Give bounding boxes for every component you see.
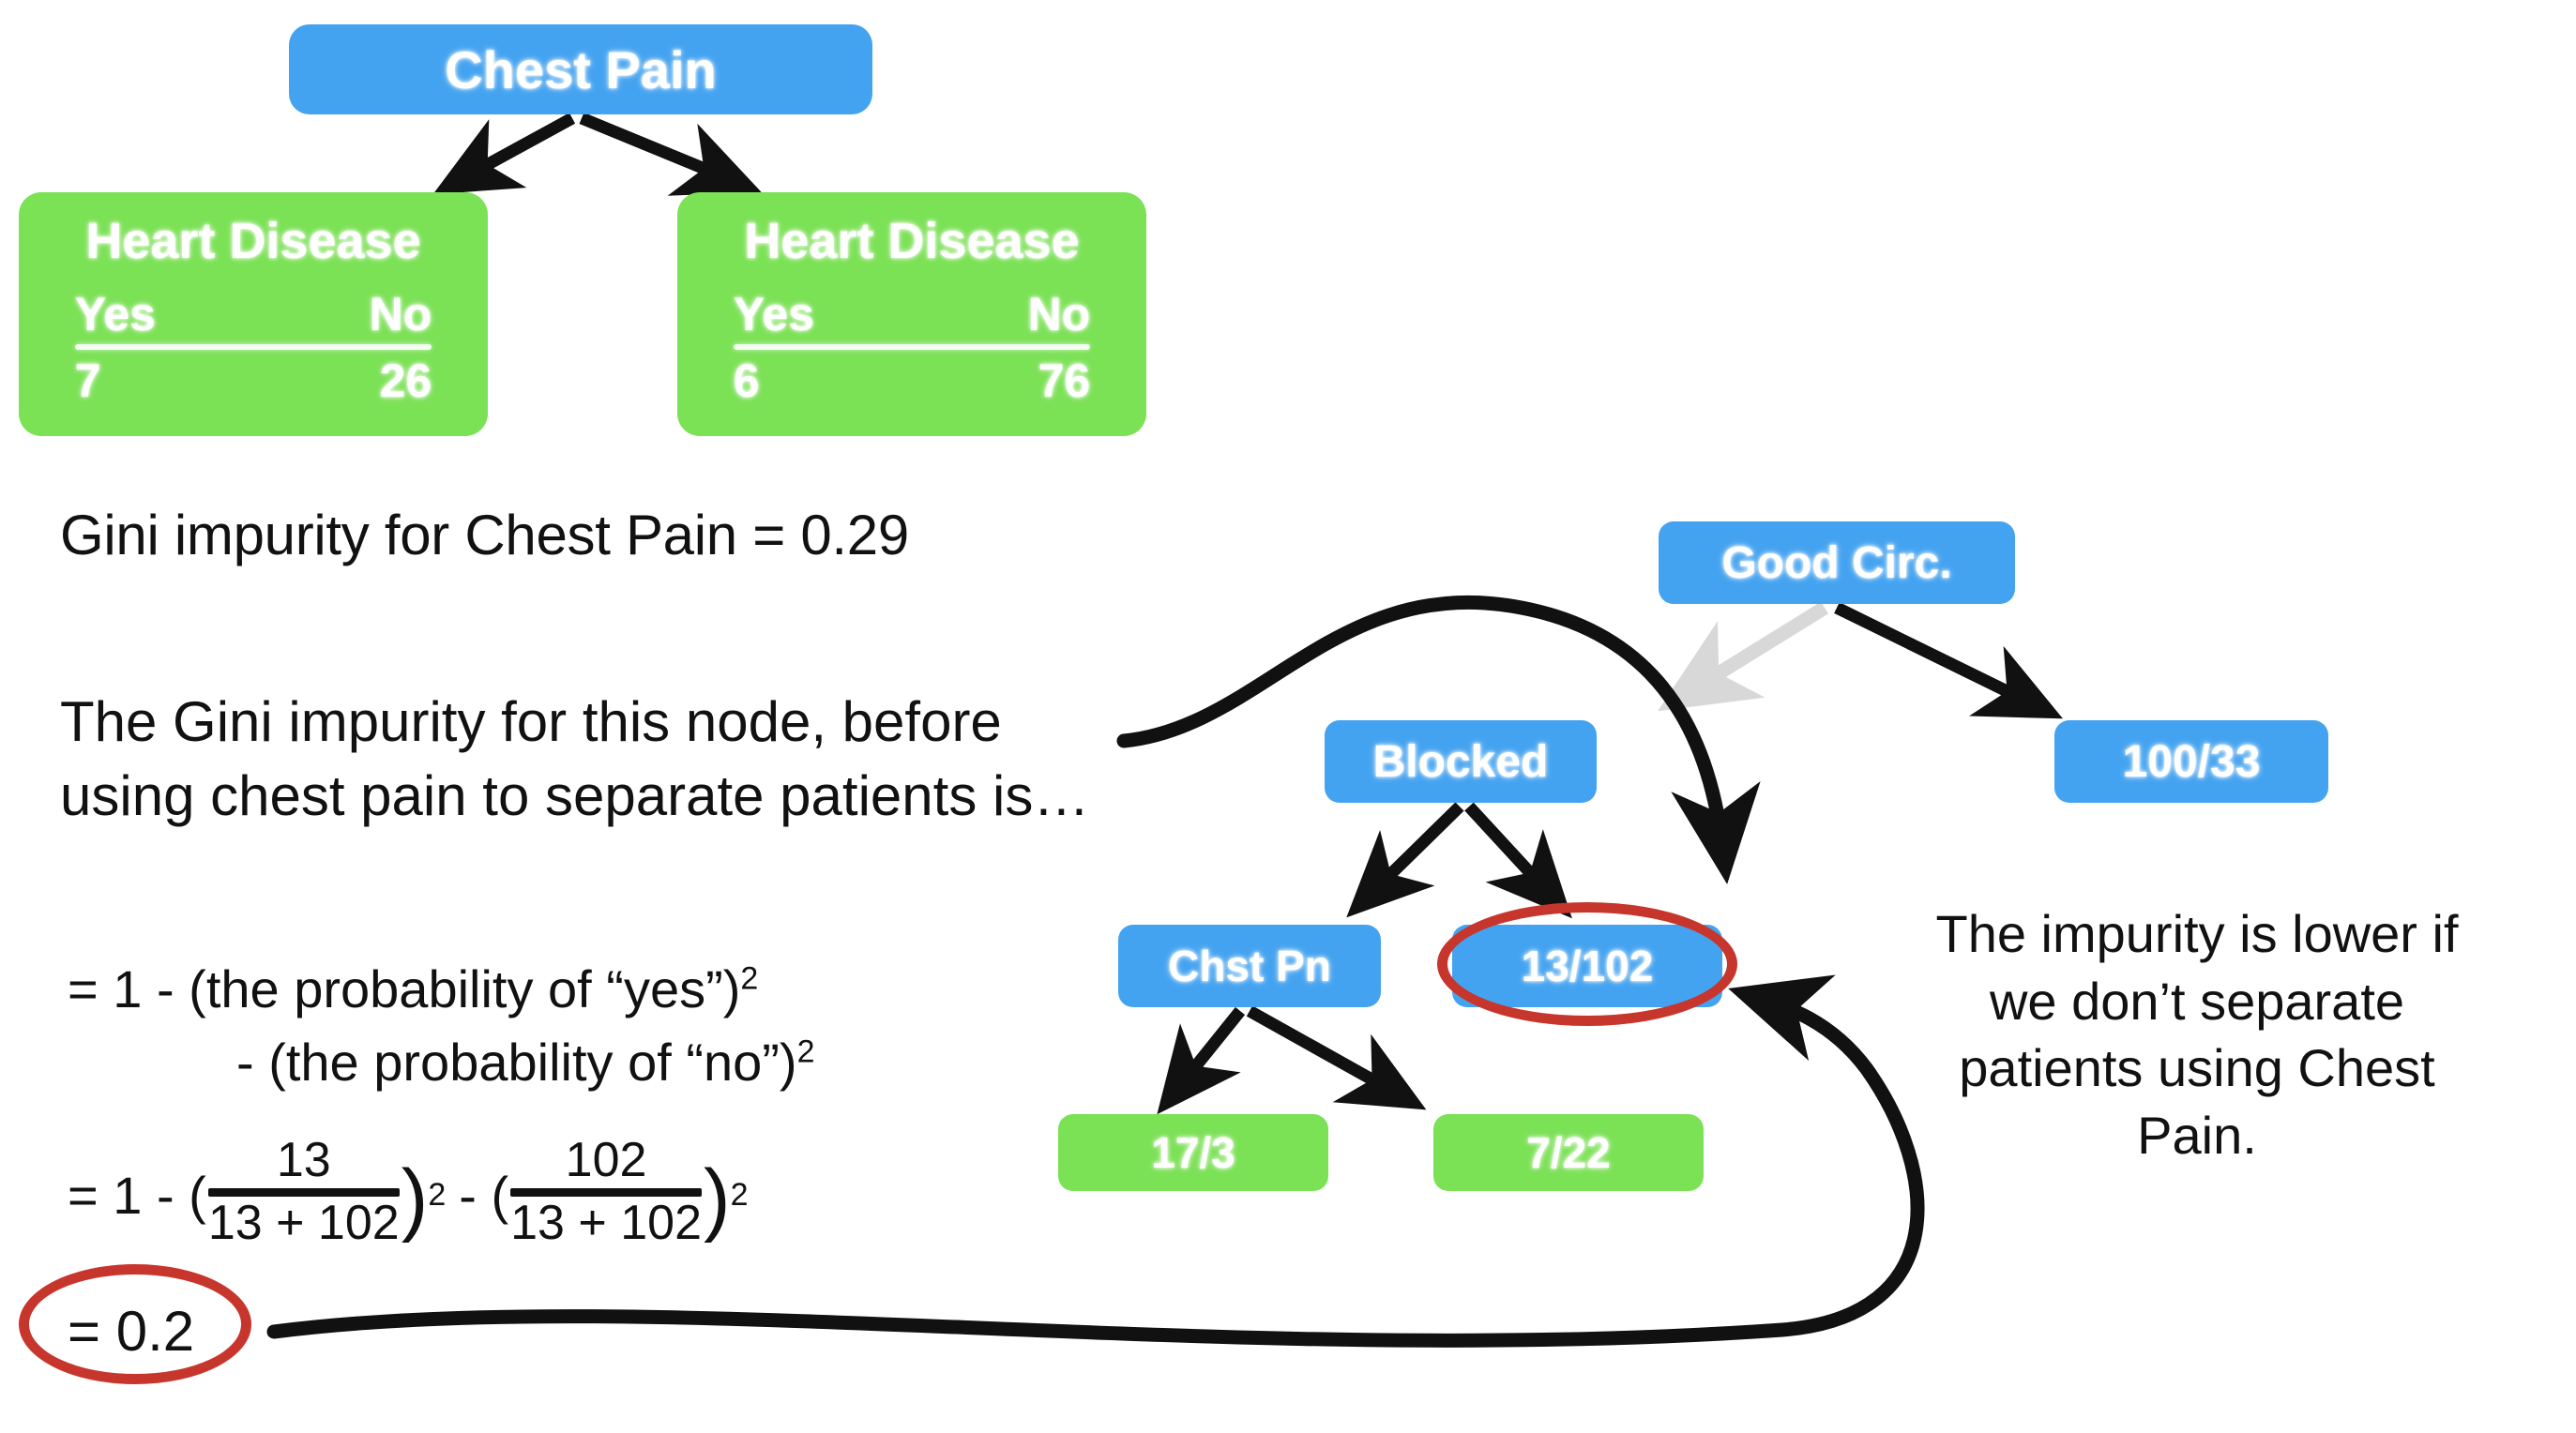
fraction-1: 13 13 + 102	[207, 1133, 400, 1250]
formula-mid: - (	[459, 1166, 509, 1225]
node-7-22[interactable]: 7/22	[1433, 1114, 1704, 1191]
close-paren-1: )	[401, 1154, 429, 1244]
edge-chestpain-left	[432, 113, 576, 195]
exponent-2: 2	[730, 1177, 749, 1213]
table-header-row: Yes No	[74, 287, 432, 340]
node-chest-pain-label: Chest Pain	[445, 39, 717, 99]
formula-lead: = 1 - (	[68, 1166, 206, 1225]
col-header-yes: Yes	[74, 287, 156, 340]
edge-chestpain-right	[579, 112, 762, 196]
heart-disease-left-table: Yes No 7 26	[36, 287, 471, 407]
edge-goodcirc-10033	[1834, 602, 2064, 719]
node-heart-disease-right[interactable]: Heart Disease Yes No 6 76	[677, 192, 1146, 436]
node-17-3[interactable]: 17/3	[1058, 1114, 1328, 1191]
fraction-1-denominator: 13 + 102	[207, 1196, 400, 1250]
node-chest-pain[interactable]: Chest Pain	[289, 24, 872, 114]
formula-line-2-exponent: 2	[796, 1033, 815, 1070]
col-header-yes: Yes	[733, 287, 814, 340]
node-chst-pn[interactable]: Chst Pn	[1118, 925, 1381, 1007]
heart-disease-left-title: Heart Disease	[85, 213, 421, 269]
node-heart-disease-left[interactable]: Heart Disease Yes No 7 26	[19, 192, 488, 436]
formula-line-1-text: = 1 - (the probability of “yes”)	[68, 959, 741, 1018]
cell-yes: 7	[74, 354, 101, 407]
heart-disease-right-title: Heart Disease	[744, 213, 1080, 269]
fraction-2-numerator: 102	[565, 1133, 647, 1187]
impurity-note: The impurity is lower if we don’t separa…	[1935, 904, 2459, 1166]
close-paren-2: )	[704, 1154, 731, 1244]
fraction-2-denominator: 13 + 102	[510, 1196, 702, 1250]
formula-line-1: = 1 - (the probability of “yes”)2	[68, 958, 758, 1019]
table-rule	[733, 343, 1091, 350]
fraction-2-bar	[510, 1188, 702, 1197]
exponent-1: 2	[428, 1177, 447, 1213]
node-chst-pn-label: Chst Pn	[1168, 942, 1331, 990]
table-value-row: 6 76	[733, 354, 1091, 407]
edge-blocked-13102	[1464, 802, 1572, 919]
node-good-circ[interactable]: Good Circ.	[1659, 521, 2015, 604]
col-header-no: No	[369, 287, 432, 340]
edge-chstpn-722	[1246, 1005, 1427, 1110]
edge-chstpn-173	[1157, 1006, 1246, 1115]
red-highlight-ellipse-13-102	[1437, 902, 1737, 1026]
fraction-2: 102 13 + 102	[510, 1136, 702, 1247]
red-highlight-ellipse-result	[19, 1264, 251, 1384]
table-header-row: Yes No	[733, 287, 1091, 340]
gini-impurity-line: Gini impurity for Chest Pain = 0.29	[60, 504, 909, 566]
fraction-1-bar	[207, 1188, 400, 1197]
cell-no: 76	[1038, 354, 1091, 407]
formula-line-2: - (the probability of “no”)2	[236, 1032, 815, 1093]
node-good-circ-label: Good Circ.	[1721, 537, 1952, 588]
node-17-3-label: 17/3	[1151, 1128, 1235, 1177]
col-header-no: No	[1027, 287, 1091, 340]
table-rule	[74, 343, 432, 350]
cell-yes: 6	[733, 354, 760, 407]
node-blocked[interactable]: Blocked	[1325, 720, 1597, 803]
node-100-33-label: 100/33	[2122, 736, 2261, 787]
table-value-row: 7 26	[74, 354, 432, 407]
formula-line-3: = 1 - ( 13 13 + 102 )2 - ( 102 13 + 102 …	[68, 1133, 749, 1251]
edge-blocked-chstpn	[1346, 802, 1464, 918]
fraction-1-numerator: 13	[276, 1133, 331, 1187]
cell-no: 26	[379, 354, 432, 407]
node-blocked-label: Blocked	[1372, 736, 1549, 787]
edge-goodcirc-blocked	[1658, 601, 1828, 712]
explanation-paragraph: The Gini impurity for this node, before …	[60, 690, 1090, 828]
node-7-22-label: 7/22	[1526, 1128, 1611, 1177]
heart-disease-right-table: Yes No 6 76	[694, 287, 1129, 407]
formula-line-1-exponent: 2	[740, 960, 759, 997]
formula-line-2-text: - (the probability of “no”)	[236, 1033, 797, 1092]
node-100-33[interactable]: 100/33	[2054, 720, 2328, 803]
